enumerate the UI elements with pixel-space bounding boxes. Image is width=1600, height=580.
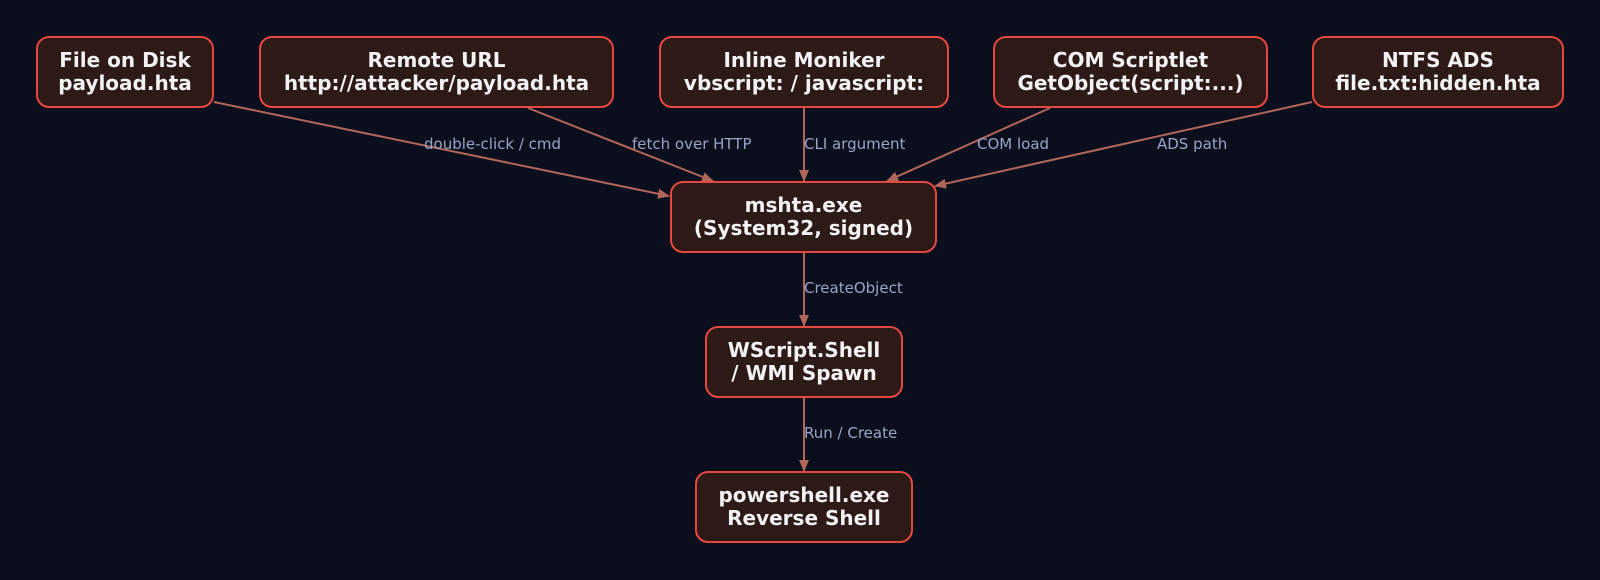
node-title: COM Scriptlet — [1052, 48, 1209, 72]
edge-remote_url-to-mshta — [527, 107, 714, 182]
edge-label: ADS path — [1157, 135, 1227, 153]
node-title: WScript.Shell — [727, 338, 881, 362]
node-title: mshta.exe — [744, 193, 863, 217]
edge-label: Run / Create — [804, 424, 897, 442]
edge-label: CLI argument — [804, 135, 905, 153]
node-subtitle: payload.hta — [58, 71, 192, 95]
node-title: powershell.exe — [718, 483, 890, 507]
node-subtitle: Reverse Shell — [727, 506, 881, 530]
node-powershell: powershell.exe Reverse Shell — [695, 471, 913, 543]
node-title: Inline Moniker — [723, 48, 885, 72]
node-subtitle: vbscript: / javascript: — [683, 71, 925, 95]
edge-file_on_disk-to-mshta — [213, 101, 670, 199]
node-mshta: mshta.exe (System32, signed) — [670, 181, 937, 253]
node-inline-moniker: Inline Moniker vbscript: / javascript: — [659, 36, 949, 108]
node-file-on-disk: File on Disk payload.hta — [36, 36, 214, 108]
node-title: File on Disk — [59, 48, 191, 72]
node-wscript-shell: WScript.Shell / WMI Spawn — [705, 326, 903, 398]
edge-label: COM load — [977, 135, 1049, 153]
node-subtitle: http://attacker/payload.hta — [283, 71, 590, 95]
node-title: Remote URL — [367, 48, 506, 72]
edge-com_scriptlet-to-mshta — [886, 107, 1051, 182]
node-subtitle: file.txt:hidden.hta — [1335, 71, 1541, 95]
node-subtitle: / WMI Spawn — [731, 361, 877, 385]
edge-label: CreateObject — [804, 279, 903, 297]
node-title: NTFS ADS — [1382, 48, 1494, 72]
node-subtitle: GetObject(script:...) — [1017, 71, 1244, 95]
node-ntfs-ads: NTFS ADS file.txt:hidden.hta — [1312, 36, 1564, 108]
edge-label: fetch over HTTP — [632, 135, 752, 153]
node-com-scriptlet: COM Scriptlet GetObject(script:...) — [993, 36, 1268, 108]
edge-ntfs_ads-to-mshta — [934, 101, 1313, 189]
node-remote-url: Remote URL http://attacker/payload.hta — [259, 36, 614, 108]
node-subtitle: (System32, signed) — [693, 216, 914, 240]
edge-label: double-click / cmd — [424, 135, 561, 153]
